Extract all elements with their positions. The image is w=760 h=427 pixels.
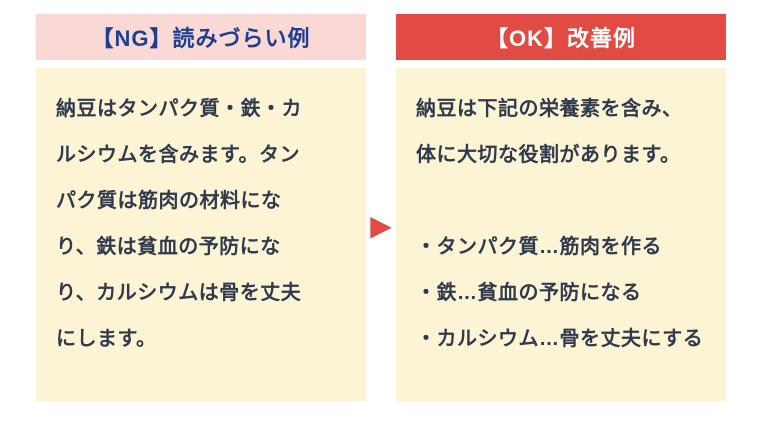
ng-body-line: にします。 (56, 328, 157, 350)
ok-body-line-spacer (416, 178, 708, 224)
ok-panel-header: 【OK】改善例 (396, 14, 726, 60)
ok-panel-body: 納豆は下記の栄養素を含み、 体に大切な役割があります。 ・タンパク質…筋肉を作る… (396, 68, 726, 401)
ok-body-line: ・タンパク質…筋肉を作る (416, 236, 662, 258)
right-arrow-icon: ▶ (370, 209, 392, 241)
ng-body-line: り、カルシウムは骨を丈夫 (56, 282, 302, 304)
ng-body-line: ルシウムを含みます。タン (56, 144, 300, 166)
ok-panel: 【OK】改善例 納豆は下記の栄養素を含み、 体に大切な役割があります。 ・タンパ… (396, 14, 726, 401)
ng-panel-header: 【NG】読みづらい例 (36, 14, 366, 60)
ng-body-line: 納豆はタンパク質・鉄・カ (56, 98, 302, 120)
ng-body-line: り、鉄は貧血の予防にな (56, 236, 281, 258)
ok-body-line: 体に大切な役割があります。 (416, 144, 681, 166)
ok-body-line: ・カルシウム…骨を丈夫にする (416, 328, 704, 350)
ng-panel: 【NG】読みづらい例 納豆はタンパク質・鉄・カ ルシウムを含みます。タン パク質… (36, 14, 366, 401)
ok-body-line: ・鉄…貧血の予防になる (416, 282, 642, 304)
ok-body-line: 納豆は下記の栄養素を含み、 (416, 98, 683, 120)
ng-panel-body: 納豆はタンパク質・鉄・カ ルシウムを含みます。タン パク質は筋肉の材料にな り、… (36, 68, 366, 401)
ng-body-line: パク質は筋肉の材料にな (56, 190, 282, 212)
arrow-column: ▶ (366, 14, 396, 401)
